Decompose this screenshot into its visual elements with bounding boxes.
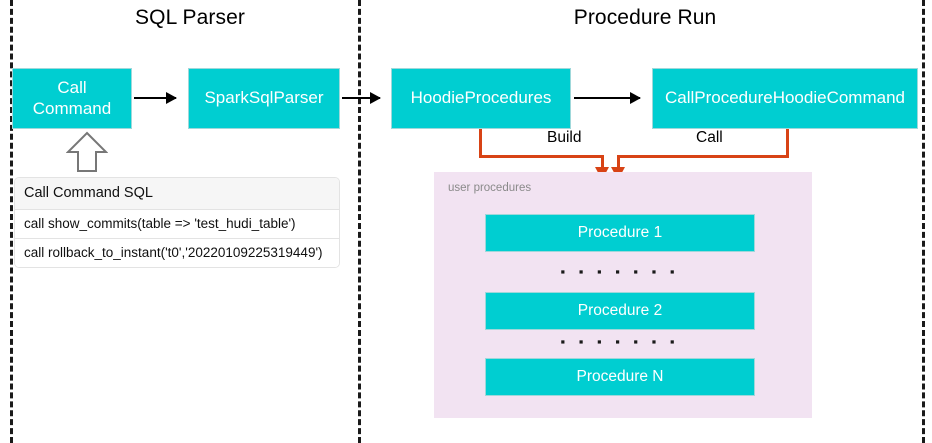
user-procedures-panel: user procedures Procedure 1 ▪ ▪ ▪ ▪ ▪ ▪ … [434,172,812,418]
procedure-box-2[interactable]: Procedure 2 [485,292,755,330]
edge-label-build: Build [543,129,586,147]
node-spark-sql-parser[interactable]: SparkSqlParser [188,68,340,129]
section-title-sql-parser: SQL Parser [135,6,245,29]
user-procedures-panel-label: user procedures [448,182,532,194]
table-row-sql-show-commits: call show_commits(table => 'test_hudi_ta… [15,210,339,239]
node-call-command[interactable]: Call Command [12,68,132,129]
node-hoodie-procedures[interactable]: HoodieProcedures [391,68,571,129]
separator-middle-dashed-line [358,0,361,443]
table-row-sql-rollback-to-instant: call rollback_to_instant('t0','202201092… [15,239,339,267]
connector-call-drop-segment [617,155,620,169]
arrow-spark-sql-parser-to-hoodie-procedures [342,92,381,104]
table-header-call-command-sql: Call Command SQL [15,178,339,210]
connector-call-horizontal-segment [617,155,789,158]
connector-build-vertical-segment [479,129,482,158]
separator-right-dashed-line [922,0,925,443]
connector-call-vertical-segment [786,129,789,158]
connector-build-horizontal-segment [479,155,604,158]
node-call-procedure-hoodie-command[interactable]: CallProcedureHoodieCommand [652,68,918,129]
ellipsis-separator-2-dots: ▪ ▪ ▪ ▪ ▪ ▪ ▪ [560,334,680,349]
separator-left-dashed-line [10,0,13,443]
ellipsis-separator-1: ▪ ▪ ▪ ▪ ▪ ▪ ▪ [485,264,755,279]
procedure-box-1[interactable]: Procedure 1 [485,214,755,252]
ellipsis-separator-2: ▪ ▪ ▪ ▪ ▪ ▪ ▪ [485,334,755,349]
connector-build-drop-segment [601,155,604,169]
edge-label-call: Call [692,129,727,147]
procedure-box-n[interactable]: Procedure N [485,358,755,396]
call-command-sql-table: Call Command SQL call show_commits(table… [14,177,340,268]
arrow-call-command-to-spark-sql-parser [134,92,177,104]
section-title-procedure-run: Procedure Run [573,6,717,29]
hollow-up-arrow-icon [66,131,108,172]
ellipsis-separator-1-dots: ▪ ▪ ▪ ▪ ▪ ▪ ▪ [560,264,680,279]
arrow-hoodie-procedures-to-call-procedure-hoodie-command [574,92,641,104]
